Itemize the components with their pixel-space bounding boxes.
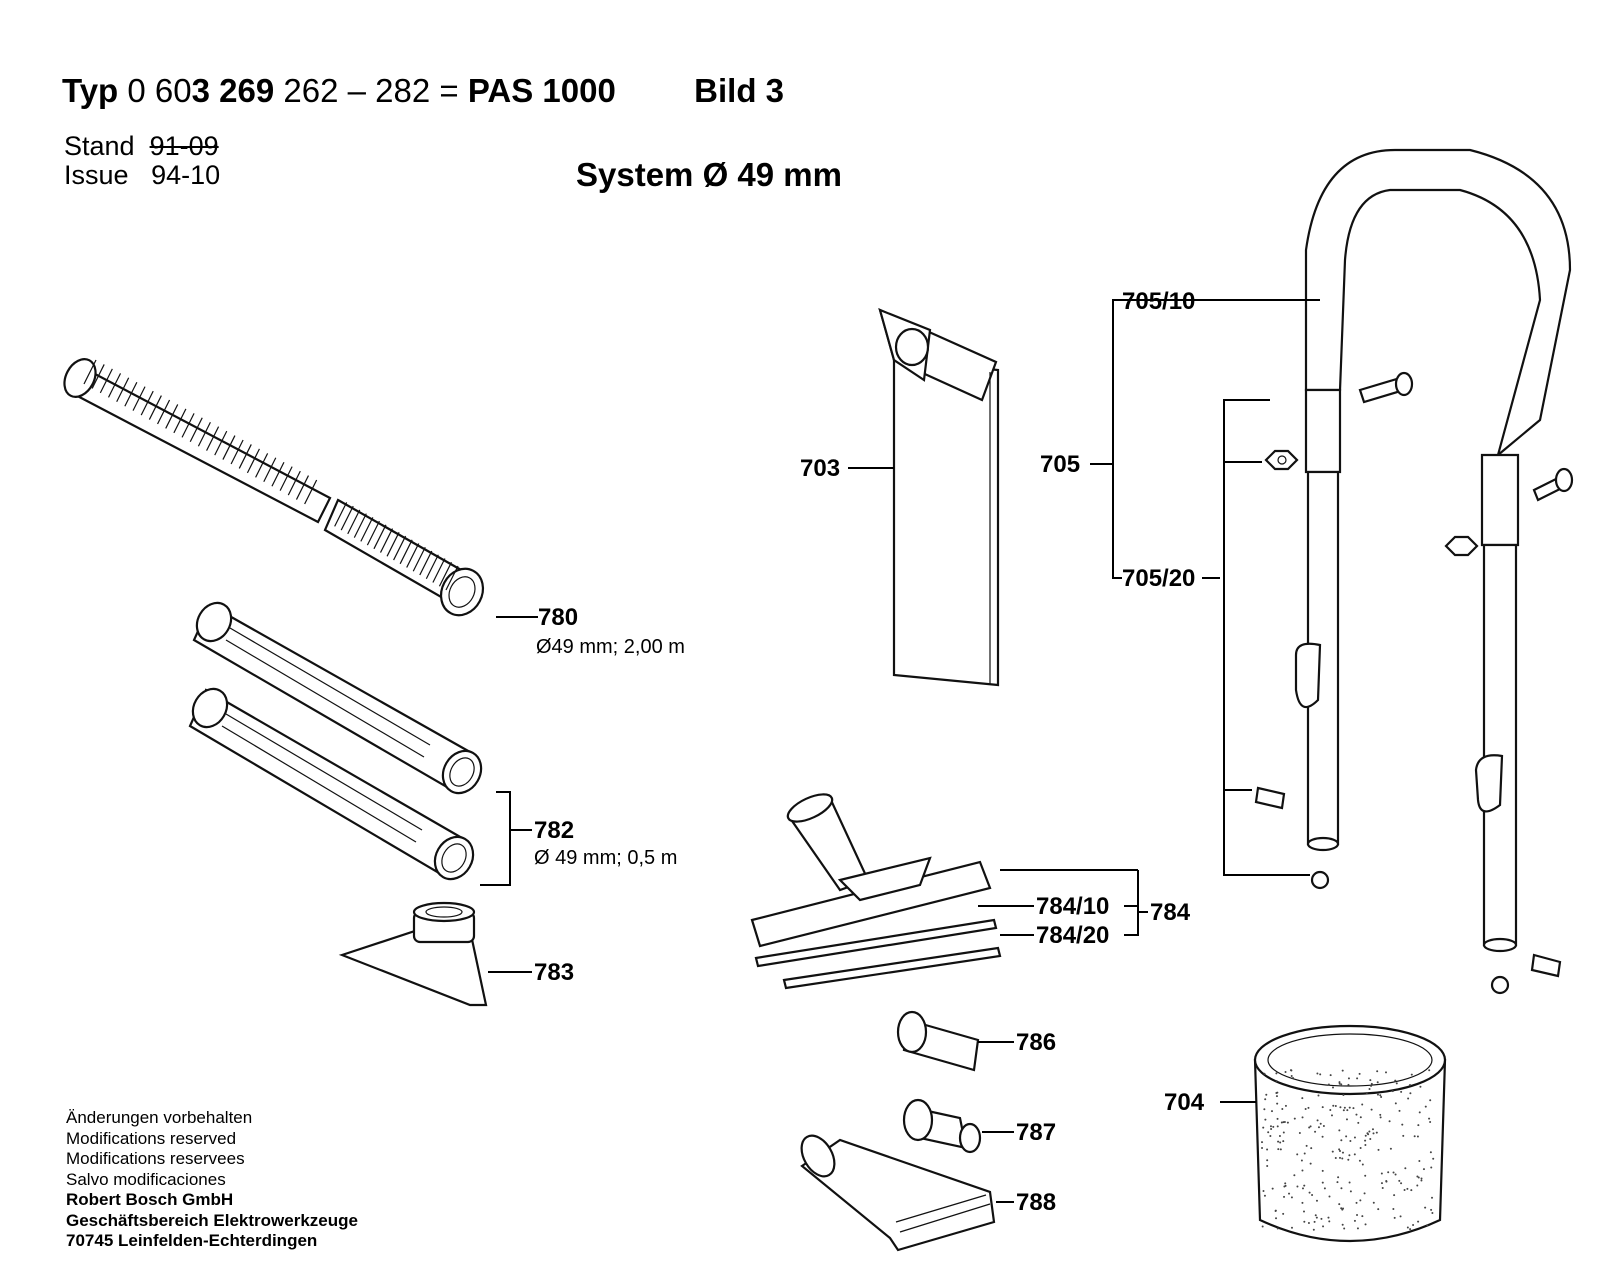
- issue-value: 94-10: [151, 160, 221, 190]
- leader-lines: [480, 299, 1320, 1203]
- nozzle-787-drawing: [902, 1098, 982, 1154]
- tubes-782-drawing: [188, 601, 483, 881]
- label-787: 787: [1016, 1119, 1056, 1146]
- label-704: 704: [1164, 1089, 1205, 1116]
- hose-780-drawing: [63, 358, 485, 617]
- label-705-20: 705/20: [1122, 565, 1195, 592]
- filter-bag-703-drawing: [878, 308, 1000, 687]
- label-784-20: 784/20: [1036, 922, 1109, 949]
- footer-line-en: Modifications reserved: [66, 1128, 237, 1148]
- footer-notice: Änderungen vorbehalten Modifications res…: [66, 1108, 358, 1252]
- model-name: PAS 1000: [467, 72, 616, 109]
- footer-company: Robert Bosch GmbH: [66, 1190, 234, 1209]
- label-782: 782: [534, 817, 574, 844]
- footer-line-es: Salvo modificaciones: [66, 1169, 226, 1189]
- handle-right-drawing: [1444, 453, 1574, 995]
- label-788: 788: [1016, 1189, 1056, 1216]
- label-780-desc: Ø49 mm; 2,00 m: [536, 636, 685, 658]
- figure-number: Bild 3: [694, 72, 785, 109]
- handle-705-drawing: [1254, 148, 1572, 890]
- footer-line-fr: Modifications reservees: [66, 1149, 245, 1168]
- issue-label: Issue: [64, 160, 129, 190]
- nozzle-786-drawing: [896, 1010, 980, 1072]
- filter-704-drawing: [1253, 1024, 1447, 1243]
- floor-nozzle-784-drawing: [750, 793, 1002, 990]
- nozzle-788-drawing: [800, 1134, 996, 1252]
- label-780: 780: [538, 604, 578, 631]
- label-783: 783: [534, 959, 574, 986]
- label-703: 703: [800, 455, 840, 482]
- label-782-desc: Ø 49 mm; 0,5 m: [534, 847, 677, 869]
- label-784-10: 784/10: [1036, 893, 1109, 920]
- footer-division: Geschäftsbereich Elektrowerkzeuge: [66, 1210, 358, 1230]
- typ-number-a: 0 60: [127, 72, 192, 109]
- footer-address: 70745 Leinfelden-Echterdingen: [66, 1231, 318, 1250]
- label-705-10: 705/10: [1122, 288, 1195, 315]
- typ-number-b: 3 269: [191, 72, 275, 109]
- typ-range: 262 – 282 =: [283, 72, 459, 109]
- system-caption: System Ø 49 mm: [576, 156, 842, 193]
- footer-line-de: Änderungen vorbehalten: [66, 1108, 253, 1127]
- typ-prefix: Typ: [62, 72, 119, 109]
- label-705: 705: [1040, 451, 1080, 478]
- document-title: Typ 0 603 269 262 – 282 = PAS 1000 Bild …: [62, 72, 784, 110]
- label-784: 784: [1150, 899, 1191, 926]
- label-786: 786: [1016, 1029, 1056, 1056]
- nozzle-783-drawing: [338, 901, 488, 1007]
- stand-value: 91-09: [149, 131, 219, 161]
- stand-label: Stand: [64, 131, 135, 161]
- revision-block: Stand 91-09 Issue 94-10: [64, 132, 220, 190]
